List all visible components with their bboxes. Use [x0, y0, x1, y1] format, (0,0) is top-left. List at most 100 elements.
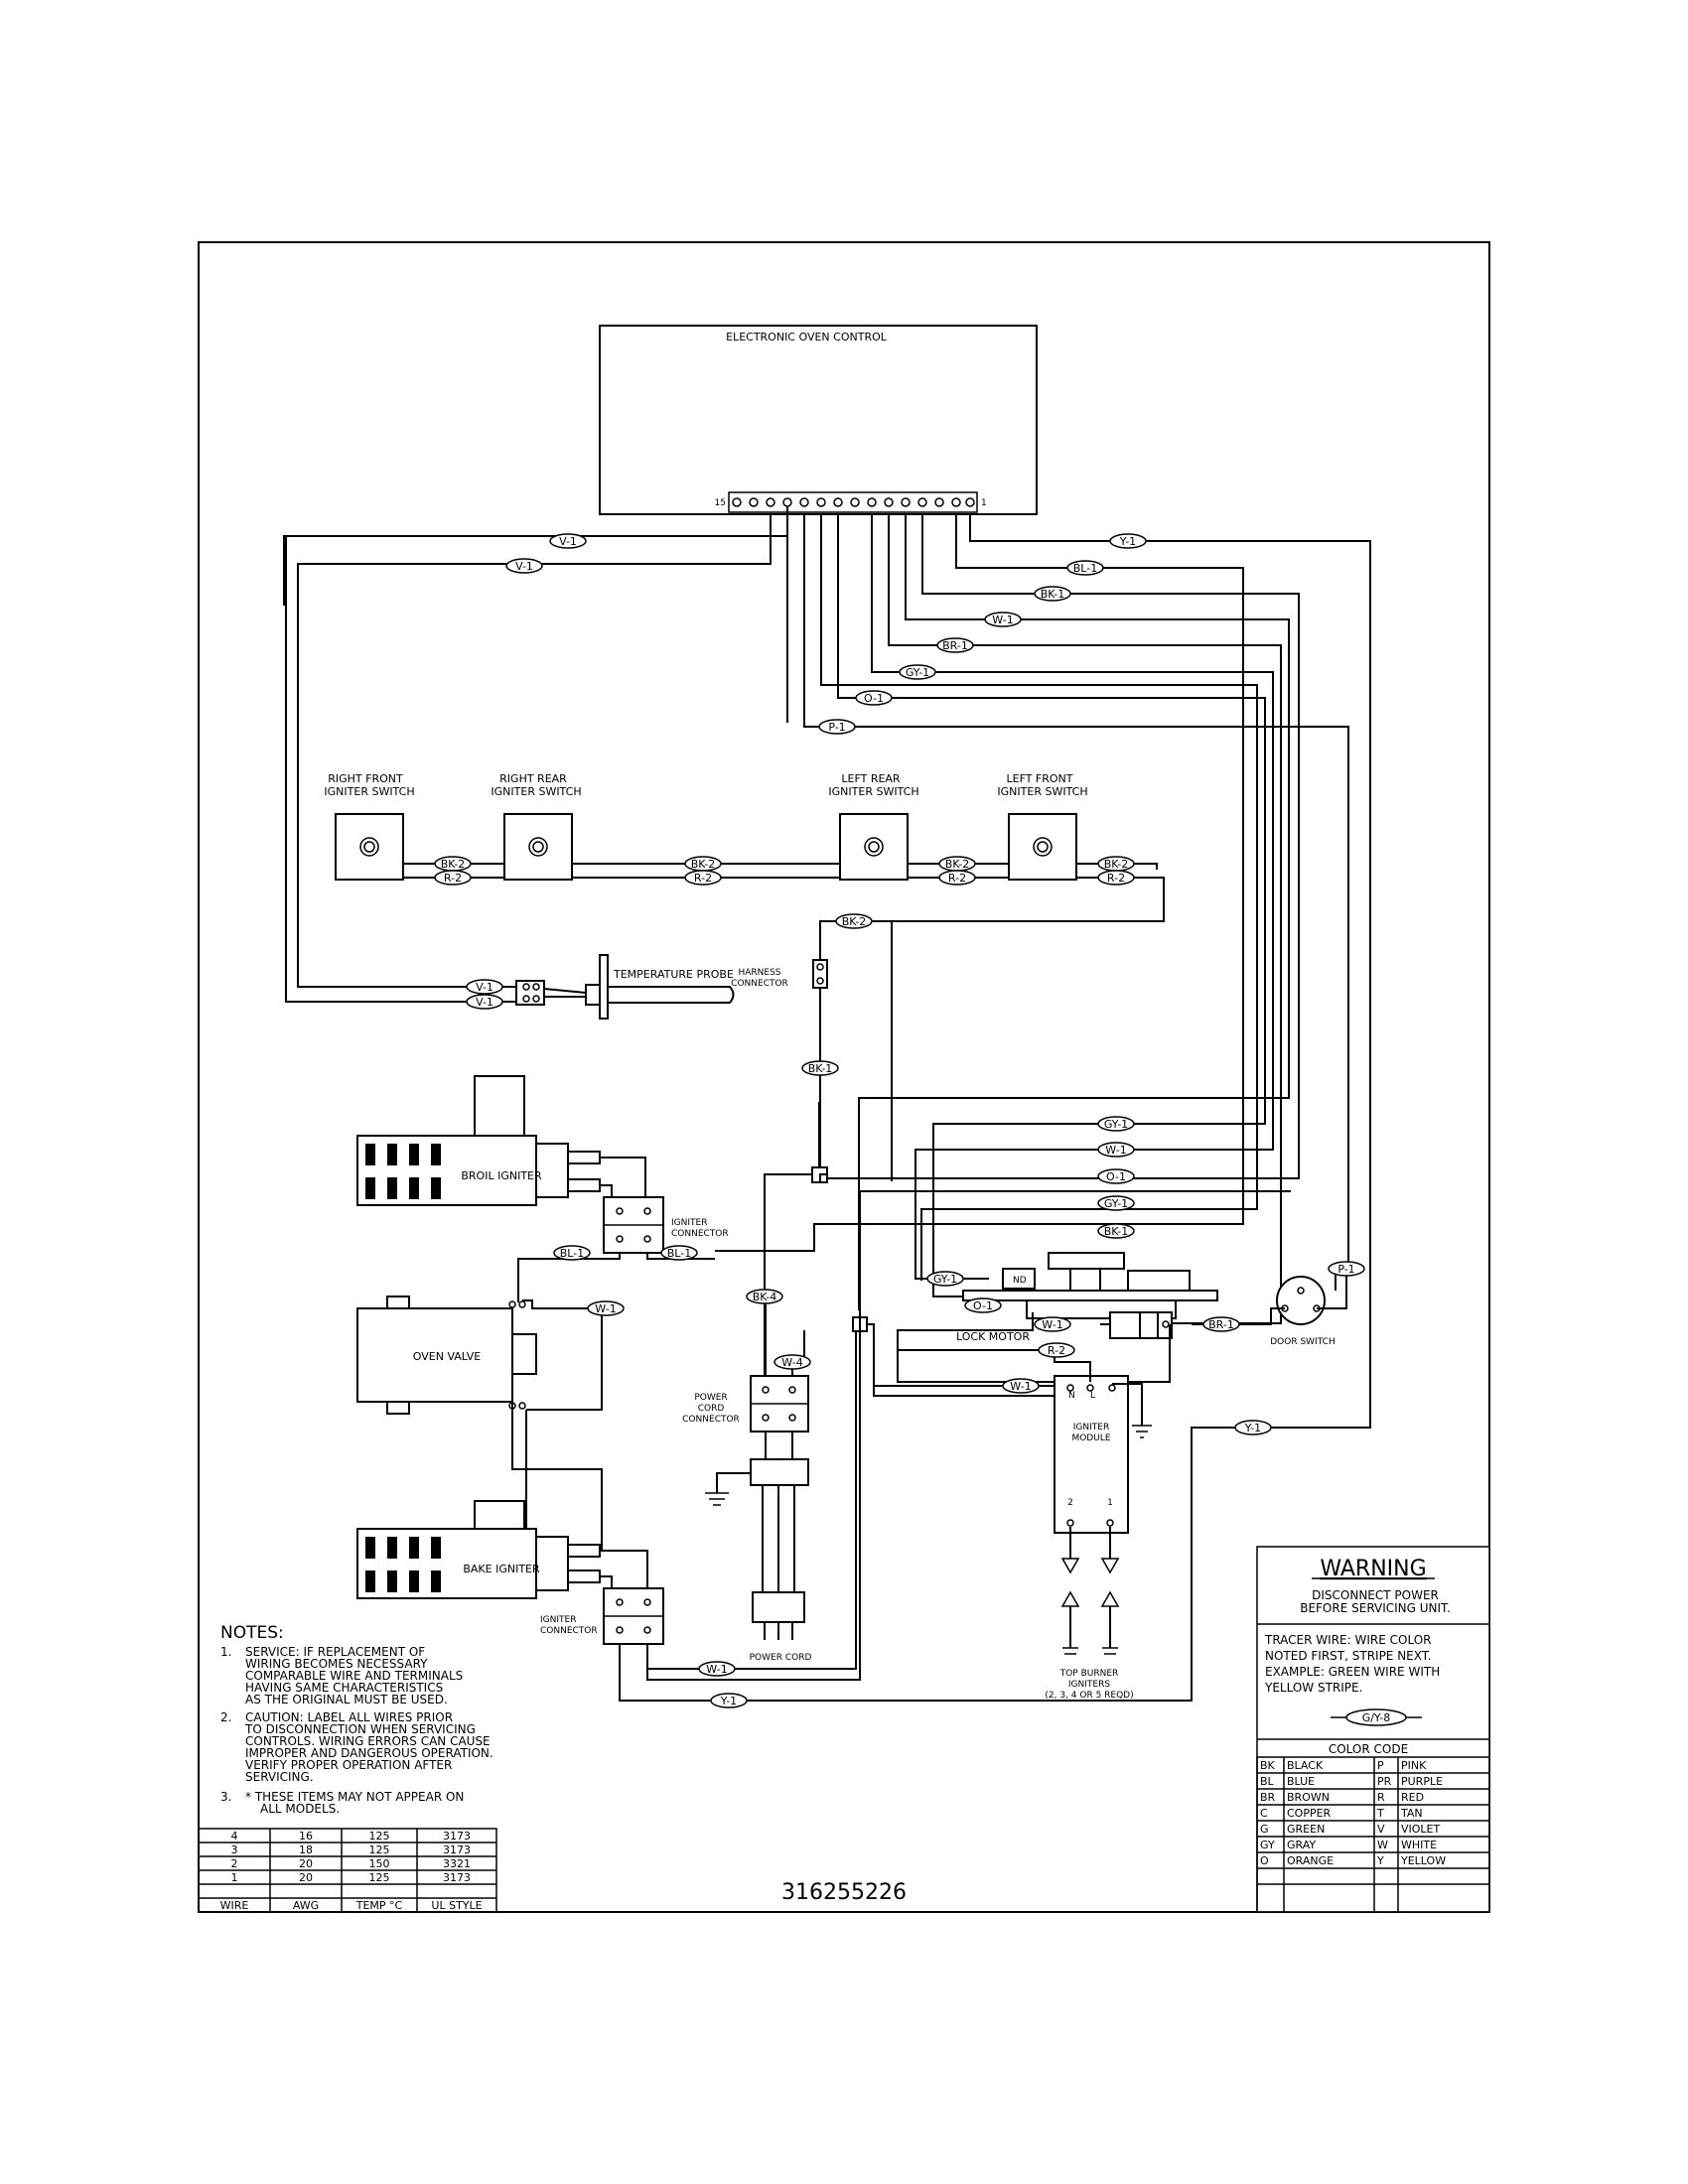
example-wire-tag: G/Y-8	[1331, 1708, 1422, 1726]
wire-tag: V-1	[549, 533, 587, 549]
wire-tag: GY-1	[1097, 1116, 1135, 1132]
svg-text:POWER: POWER	[694, 1393, 727, 1403]
svg-text:RIGHT FRONT: RIGHT FRONT	[328, 772, 403, 785]
svg-text:L: L	[1090, 1391, 1095, 1401]
svg-text:IGNITER SWITCH: IGNITER SWITCH	[997, 785, 1087, 798]
svg-text:T: T	[1376, 1807, 1384, 1820]
table-row: 4 16 125 3173	[231, 1830, 472, 1843]
svg-text:W-1: W-1	[992, 614, 1013, 626]
svg-text:3: 3	[231, 1843, 238, 1856]
svg-text:BK-2: BK-2	[842, 915, 867, 928]
svg-text:R-2: R-2	[948, 872, 966, 885]
svg-text:CONNECTOR: CONNECTOR	[540, 1626, 598, 1636]
svg-text:NOTES:: NOTES:	[220, 1623, 284, 1643]
svg-text:BLUE: BLUE	[1287, 1775, 1315, 1788]
svg-text:MODULE: MODULE	[1071, 1433, 1110, 1443]
pin-label-1: 1	[981, 498, 987, 508]
svg-text:P-1: P-1	[1337, 1263, 1354, 1276]
svg-text:TEMPERATURE PROBE: TEMPERATURE PROBE	[613, 968, 734, 981]
svg-text:GY-1: GY-1	[933, 1273, 957, 1286]
svg-text:IMPROPER AND DANGEROUS OPERATI: IMPROPER AND DANGEROUS OPERATION.	[245, 1746, 493, 1760]
svg-text:125: 125	[369, 1871, 390, 1884]
svg-text:BK-2: BK-2	[441, 858, 466, 871]
svg-text:O: O	[1260, 1854, 1269, 1867]
svg-text:ORANGE: ORANGE	[1287, 1854, 1334, 1867]
svg-text:N: N	[1068, 1391, 1075, 1401]
svg-text:HARNESS: HARNESS	[738, 968, 780, 978]
left-front-igniter-switch: LEFT FRONT IGNITER SWITCH	[997, 772, 1088, 881]
svg-text:3321: 3321	[443, 1857, 471, 1870]
svg-text:16: 16	[299, 1830, 313, 1843]
svg-text:COLOR CODE: COLOR CODE	[1329, 1742, 1408, 1756]
terminal-pins	[732, 497, 975, 507]
svg-text:IGNITER SWITCH: IGNITER SWITCH	[828, 785, 918, 798]
svg-text:LOCK MOTOR: LOCK MOTOR	[956, 1330, 1030, 1343]
svg-text:BAKE IGNITER: BAKE IGNITER	[463, 1563, 540, 1575]
wire-tag: O-1	[855, 690, 893, 706]
igniter-switches: RIGHT FRONT IGNITER SWITCH RIGHT REAR IG…	[324, 772, 1165, 1181]
table-row: 2 20 150 3321	[231, 1857, 472, 1870]
svg-text:IGNITERS: IGNITERS	[1068, 1680, 1110, 1690]
svg-text:2: 2	[1067, 1498, 1073, 1508]
svg-text:O-1: O-1	[973, 1299, 993, 1312]
svg-text:W-1: W-1	[706, 1663, 727, 1676]
svg-text:BK-4: BK-4	[753, 1291, 777, 1303]
svg-text:V-1: V-1	[476, 981, 493, 994]
svg-text:W: W	[1377, 1839, 1388, 1851]
svg-text:R-2: R-2	[1048, 1344, 1065, 1357]
svg-text:HAVING SAME CHARACTERISTICS: HAVING SAME CHARACTERISTICS	[245, 1681, 443, 1695]
svg-text:TEMP °C: TEMP °C	[355, 1899, 403, 1912]
power-cord-connector: POWER CORD CONNECTOR	[682, 1299, 809, 1433]
svg-text:V-1: V-1	[476, 996, 493, 1009]
svg-text:DOOR SWITCH: DOOR SWITCH	[1270, 1337, 1336, 1347]
svg-text:BK-1: BK-1	[808, 1062, 833, 1075]
svg-text:RIGHT REAR: RIGHT REAR	[499, 772, 567, 785]
wire-tag: V-1	[466, 994, 503, 1010]
svg-text:P: P	[1377, 1759, 1384, 1772]
svg-text:PR: PR	[1377, 1775, 1392, 1788]
svg-text:CAUTION: LABEL ALL WIRES PRI: CAUTION: LABEL ALL WIRES PRIOR	[245, 1710, 453, 1724]
svg-text:GY-1: GY-1	[906, 666, 929, 679]
svg-text:TAN: TAN	[1400, 1807, 1423, 1820]
svg-text:ALL MODELS.: ALL MODELS.	[260, 1802, 340, 1816]
svg-text:COPPER: COPPER	[1287, 1807, 1332, 1820]
svg-text:V: V	[1377, 1823, 1385, 1836]
wire-tag: BL-1	[553, 1245, 591, 1261]
wire-tag: P-1	[1328, 1261, 1365, 1277]
svg-text:W-1: W-1	[1042, 1318, 1062, 1331]
svg-text:IGNITER: IGNITER	[540, 1615, 576, 1625]
svg-text:BK-2: BK-2	[945, 858, 970, 871]
svg-text:20: 20	[299, 1857, 313, 1870]
svg-text:4: 4	[231, 1830, 238, 1843]
svg-text:Y-1: Y-1	[1119, 535, 1136, 548]
wire-tag: BL-1	[660, 1245, 698, 1261]
broil-igniter-connector: IGNITER CONNECTOR	[517, 1196, 729, 1300]
wire-tag: BL-1	[1066, 560, 1104, 576]
wire-tag: W-1	[1034, 1316, 1071, 1332]
svg-text:TOP BURNER: TOP BURNER	[1059, 1669, 1119, 1679]
svg-text:BR-1: BR-1	[1208, 1318, 1234, 1331]
wire-tag: BK-4	[746, 1289, 783, 1304]
terminal-strip	[728, 491, 978, 513]
svg-text:2.: 2.	[220, 1710, 231, 1724]
wire-tag: BK-2	[684, 856, 722, 872]
svg-text:(2, 3, 4 OR 5 REQD): (2, 3, 4 OR 5 REQD)	[1045, 1691, 1133, 1701]
igniter-module: N L IGNITER MODULE 2 1 TOP BURNER IGNITE…	[898, 1349, 1152, 1701]
svg-text:SERVICING.: SERVICING.	[245, 1770, 314, 1784]
wire-tag: R-2	[1038, 1342, 1075, 1358]
wire-tag: R-2	[434, 870, 472, 886]
pin-label-15: 15	[715, 498, 726, 508]
wire-table: 4 16 125 3173 3 18 125 3173 2 20 150 332…	[198, 1828, 497, 1913]
svg-text:BR: BR	[1260, 1791, 1276, 1804]
svg-text:3173: 3173	[443, 1871, 471, 1884]
table-header: WIRE AWG TEMP °C UL STYLE	[220, 1899, 483, 1912]
electronic-oven-control: ELECTRONIC OVEN CONTROL 15 1	[599, 325, 1038, 515]
control-wiring	[283, 506, 1371, 1702]
svg-text:COMPARABLE WIRE AND TERMINALS: COMPARABLE WIRE AND TERMINALS	[245, 1669, 463, 1683]
